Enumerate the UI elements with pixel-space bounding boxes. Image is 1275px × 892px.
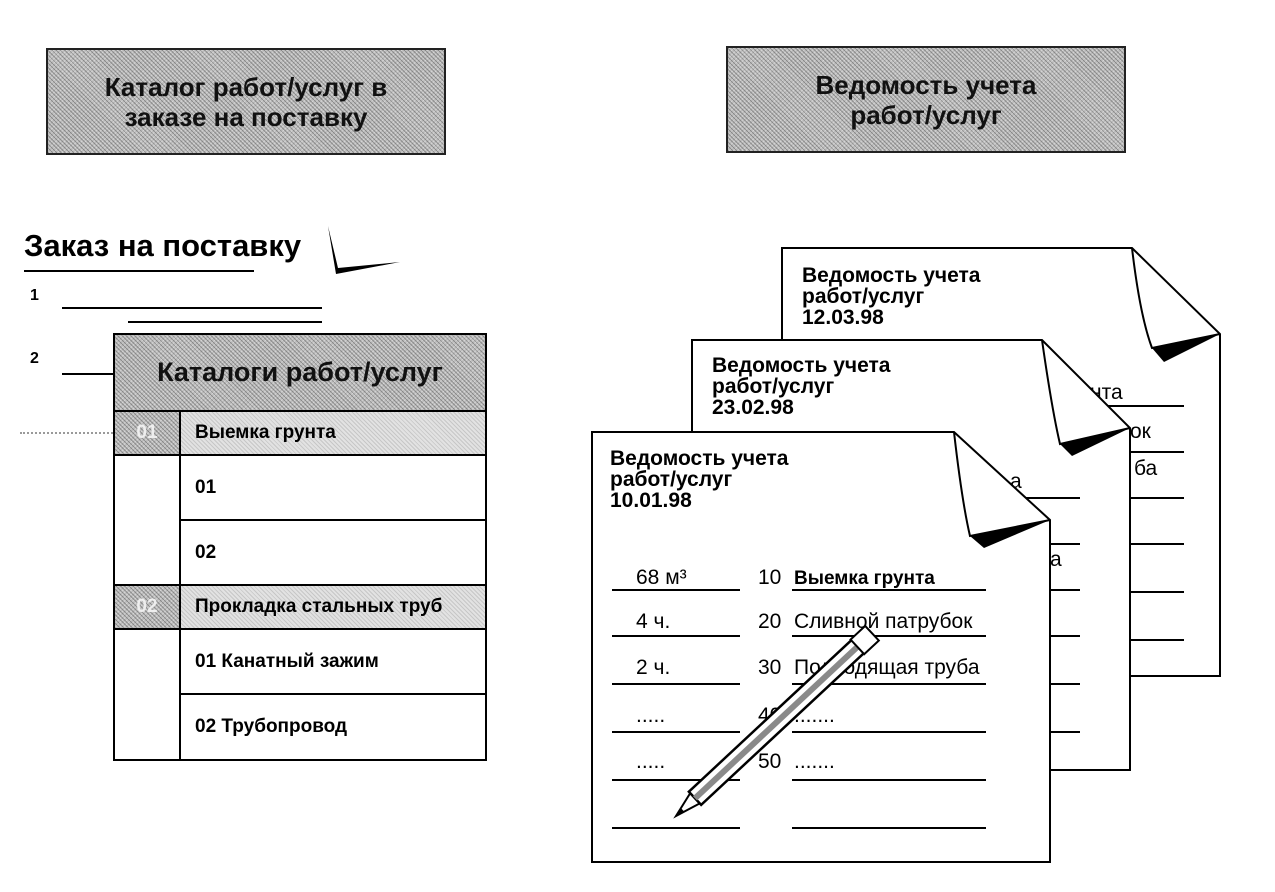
service-sheet-middle-title-line1: Ведомость учета <box>712 354 891 377</box>
service-sheet-middle-title: Ведомость учета работ/услуг 23.02.98 <box>712 355 890 418</box>
catalog-in-order-header-line1: Каталог работ/услуг в <box>104 71 388 102</box>
service-sheet-back-fragment-2: ок <box>1130 420 1151 443</box>
order-item-2-line <box>62 373 114 375</box>
service-sheet-back-title: Ведомость учета работ/услуг 12.03.98 <box>802 265 980 328</box>
dotted-connector <box>20 432 116 434</box>
sheet-row-desc: Выемка грунта <box>794 568 935 589</box>
catalog-item-02-02: 02 Трубопровод <box>195 716 348 737</box>
service-sheet-middle-title-line2: работ/услуг <box>712 375 835 398</box>
sheet-row-qty: ..... <box>636 704 666 727</box>
catalog-table-title: Каталоги работ/услуг <box>157 357 443 387</box>
catalog-group-name-01: Выемка грунта <box>181 412 485 456</box>
sheet-row-num: 30 <box>758 656 782 679</box>
catalog-group-01-spacer <box>115 456 181 586</box>
service-catalog-table: Каталоги работ/услуг 01 Выемка грунта 01… <box>113 333 487 761</box>
sheet-row-qty: 2 ч. <box>636 656 671 679</box>
catalog-table-title-cell: Каталоги работ/услуг <box>115 335 485 412</box>
service-sheet-front-title: Ведомость учета работ/услуг 10.01.98 <box>610 448 788 511</box>
catalog-group-code-02: 02 <box>115 586 181 630</box>
service-sheet-front-title-line2: работ/услуг <box>610 468 733 491</box>
pen-icon <box>673 624 881 819</box>
service-sheet-front-date: 10.01.98 <box>610 489 692 512</box>
sheet-row-desc: ....... <box>794 750 835 773</box>
service-sheet-back-title-line1: Ведомость учета <box>802 264 981 287</box>
catalog-in-order-header-line2: заказе на поставку <box>124 101 368 132</box>
service-sheet-front-outline <box>591 431 1051 863</box>
service-sheet-middle-fragment-1: а <box>1010 470 1022 493</box>
service-sheet-header: Ведомость учета работ/услуг <box>726 46 1126 153</box>
sheet-row-num: 50 <box>758 750 782 773</box>
checkmark-icon <box>328 226 400 274</box>
service-sheet-back-title-line2: работ/услуг <box>802 285 925 308</box>
service-sheet-middle-date: 23.02.98 <box>712 396 794 419</box>
order-item-1-line <box>62 307 322 309</box>
catalog-group-code-text: 01 <box>136 422 158 443</box>
catalog-item-01-02: 02 <box>181 521 485 586</box>
order-item-number-1: 1 <box>30 287 39 304</box>
purchase-order-title: Заказ на поставку <box>24 228 302 263</box>
sheet-row-qty: ..... <box>636 750 666 773</box>
sheet-row-num: 20 <box>758 610 782 633</box>
catalog-in-order-header: Каталог работ/услуг в заказе на поставку <box>46 48 446 155</box>
catalog-item-02-01: 01 Канатный зажим <box>181 630 485 695</box>
service-sheet-back-fragment-3: ба <box>1134 457 1158 480</box>
catalog-group-code-01: 01 <box>115 412 181 456</box>
sheet-row-num: 10 <box>758 566 782 589</box>
order-item-number-2: 2 <box>30 350 39 367</box>
catalog-item-01-01: 01 <box>181 456 485 521</box>
catalog-group-02-spacer <box>115 630 181 759</box>
catalog-group-code-text: 02 <box>136 596 158 617</box>
catalog-group-name-02: Прокладка стальных труб <box>181 586 485 630</box>
order-item-1-subline <box>128 321 322 323</box>
service-sheet-header-line1: Ведомость учета <box>815 69 1037 100</box>
title-underline <box>24 270 254 272</box>
service-sheet-back-date: 12.03.98 <box>802 306 884 329</box>
sheet-row-desc: Сливной патрубок <box>794 610 973 633</box>
sheet-row-qty: 4 ч. <box>636 610 671 633</box>
service-sheet-header-line2: работ/услуг <box>850 99 1002 130</box>
service-sheet-front-title-line1: Ведомость учета <box>610 447 789 470</box>
sheet-row-qty: 68 м³ <box>636 566 687 589</box>
service-sheet-middle-fragment-2: а <box>1050 548 1062 571</box>
